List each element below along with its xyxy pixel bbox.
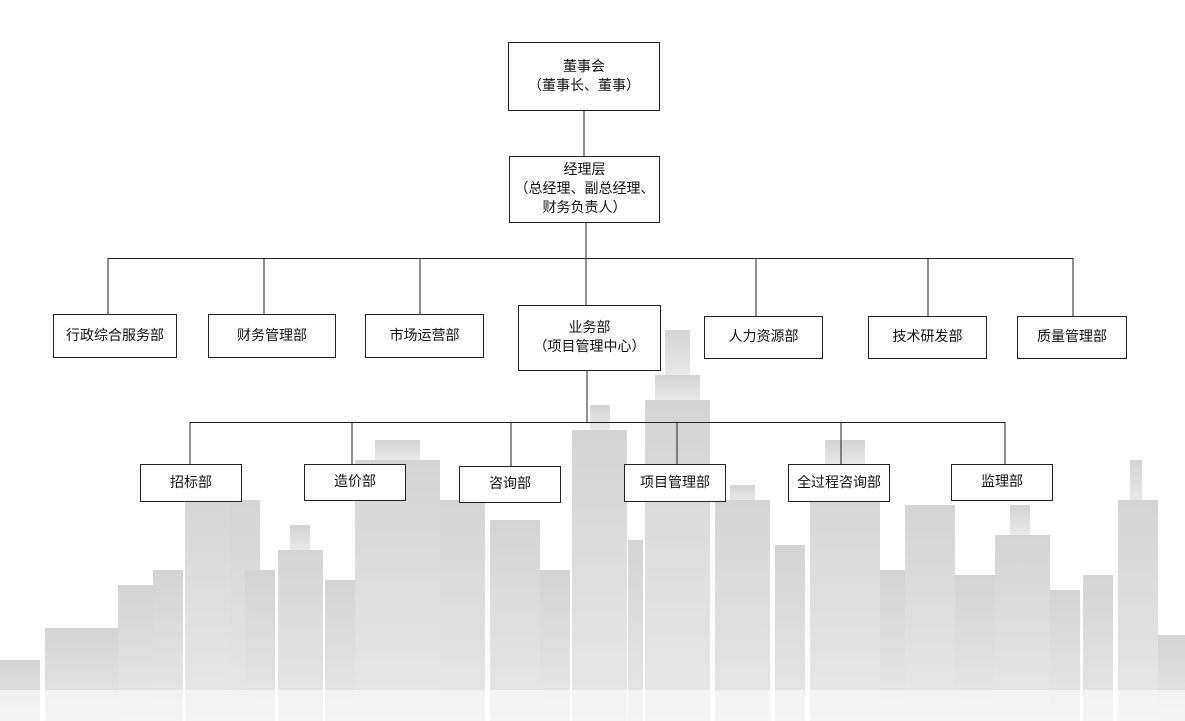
board-box: 董事会 （董事长、董事）	[508, 42, 660, 111]
sub-department-box: 监理部	[951, 464, 1053, 501]
department-box: 市场运营部	[365, 314, 484, 358]
sub-department-box: 造价部	[304, 464, 406, 501]
department-box: 技术研发部	[868, 316, 987, 359]
sub-department-label: 监理部	[981, 474, 1023, 490]
business-title: 业务部	[568, 320, 611, 336]
sub-department-box: 项目管理部	[624, 464, 726, 502]
department-label: 技术研发部	[892, 329, 963, 345]
department-label: 财务管理部	[237, 327, 307, 344]
department-box: 财务管理部	[208, 314, 336, 358]
business-subtitle: （项目管理中心）	[533, 339, 646, 355]
business-box: 业务部 （项目管理中心）	[518, 305, 661, 371]
sub-department-label: 招标部	[170, 474, 212, 491]
management-title: 经理层	[563, 162, 606, 178]
department-box: 行政综合服务部	[53, 314, 177, 358]
management-subtitle-1: （总经理、副总经理、	[514, 181, 655, 197]
sub-department-box: 招标部	[140, 464, 242, 502]
department-box: 人力资源部	[704, 316, 823, 359]
department-label: 行政综合服务部	[66, 327, 164, 344]
sub-department-box: 咨询部	[459, 466, 561, 503]
sub-department-label: 咨询部	[489, 476, 531, 492]
management-box: 经理层 （总经理、副总经理、 财务负责人）	[509, 156, 660, 223]
board-subtitle: （董事长、董事）	[528, 77, 640, 94]
department-box: 质量管理部	[1017, 316, 1127, 359]
department-label: 市场运营部	[389, 327, 460, 344]
department-label: 人力资源部	[728, 329, 799, 345]
board-title: 董事会	[563, 58, 605, 75]
sub-department-box: 全过程咨询部	[788, 464, 890, 502]
sub-department-label: 项目管理部	[640, 474, 710, 491]
sub-department-label: 全过程咨询部	[797, 474, 881, 491]
department-label: 质量管理部	[1037, 329, 1107, 345]
sub-department-label: 造价部	[334, 474, 376, 490]
management-subtitle-2: 财务负责人）	[542, 200, 627, 216]
